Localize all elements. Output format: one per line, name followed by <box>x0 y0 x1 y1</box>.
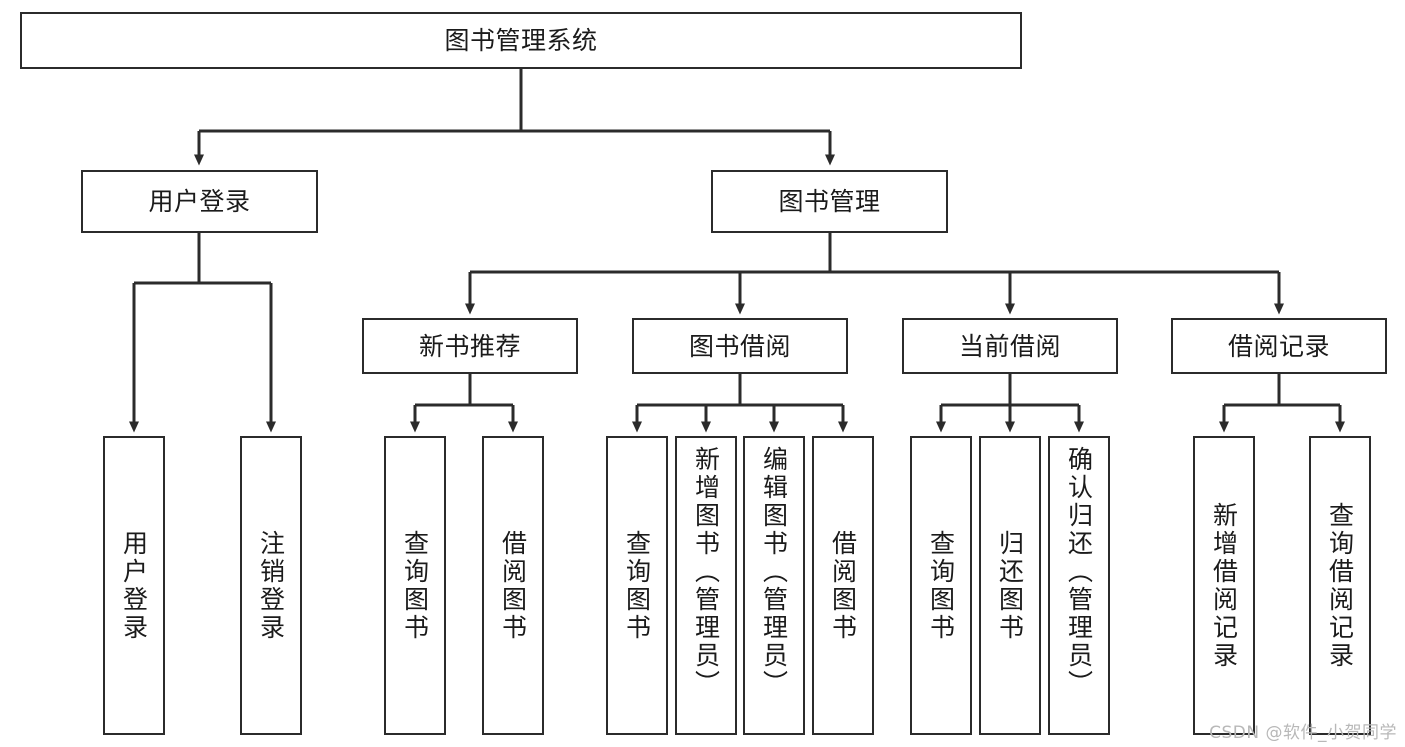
node-label: 确认归还（管理员） <box>1064 446 1094 698</box>
node-label: 借阅图书 <box>498 529 528 642</box>
node-label: 用户登录 <box>119 529 149 642</box>
node-root-system[interactable]: 图书管理系统 <box>20 12 1022 69</box>
node-label: 查询图书 <box>926 529 956 642</box>
node-book-borrow[interactable]: 图书借阅 <box>632 318 848 374</box>
leaf-query-book-recommend[interactable]: 查询图书 <box>384 436 446 735</box>
leaf-query-book-borrow[interactable]: 查询图书 <box>606 436 668 735</box>
node-label: 图书管理系统 <box>444 26 598 55</box>
node-borrow-record[interactable]: 借阅记录 <box>1171 318 1387 374</box>
node-label: 查询借阅记录 <box>1325 501 1355 670</box>
node-label: 查询图书 <box>400 529 430 642</box>
node-book-management[interactable]: 图书管理 <box>711 170 948 233</box>
leaf-borrow-book-recommend[interactable]: 借阅图书 <box>482 436 544 735</box>
leaf-confirm-return[interactable]: 确认归还（管理员） <box>1048 436 1110 735</box>
leaf-borrow-book[interactable]: 借阅图书 <box>812 436 874 735</box>
leaf-return-book[interactable]: 归还图书 <box>979 436 1041 735</box>
node-label: 图书管理 <box>778 187 881 216</box>
node-current-borrow[interactable]: 当前借阅 <box>902 318 1118 374</box>
node-label: 用户登录 <box>148 187 251 216</box>
node-user-login[interactable]: 用户登录 <box>81 170 318 233</box>
node-label: 新书推荐 <box>418 331 521 361</box>
watermark: CSDN @软件_小贺同学 <box>1209 723 1397 743</box>
node-label: 图书借阅 <box>688 331 791 361</box>
node-label: 借阅记录 <box>1227 331 1330 361</box>
node-label: 归还图书 <box>995 529 1025 642</box>
leaf-add-borrow-record[interactable]: 新增借阅记录 <box>1193 436 1255 735</box>
node-label: 当前借阅 <box>958 331 1061 361</box>
leaf-edit-book[interactable]: 编辑图书（管理员） <box>743 436 805 735</box>
leaf-query-book-current[interactable]: 查询图书 <box>910 436 972 735</box>
node-label: 编辑图书（管理员） <box>759 446 789 698</box>
leaf-logout[interactable]: 注销登录 <box>240 436 302 735</box>
node-label: 新增图书（管理员） <box>691 446 721 698</box>
node-label: 新增借阅记录 <box>1209 501 1239 670</box>
leaf-add-book[interactable]: 新增图书（管理员） <box>675 436 737 735</box>
node-label: 查询图书 <box>622 529 652 642</box>
leaf-query-borrow-record[interactable]: 查询借阅记录 <box>1309 436 1371 735</box>
leaf-user-login[interactable]: 用户登录 <box>103 436 165 735</box>
node-label: 借阅图书 <box>828 529 858 642</box>
node-label: 注销登录 <box>256 529 286 642</box>
node-new-book-recommend[interactable]: 新书推荐 <box>362 318 578 374</box>
